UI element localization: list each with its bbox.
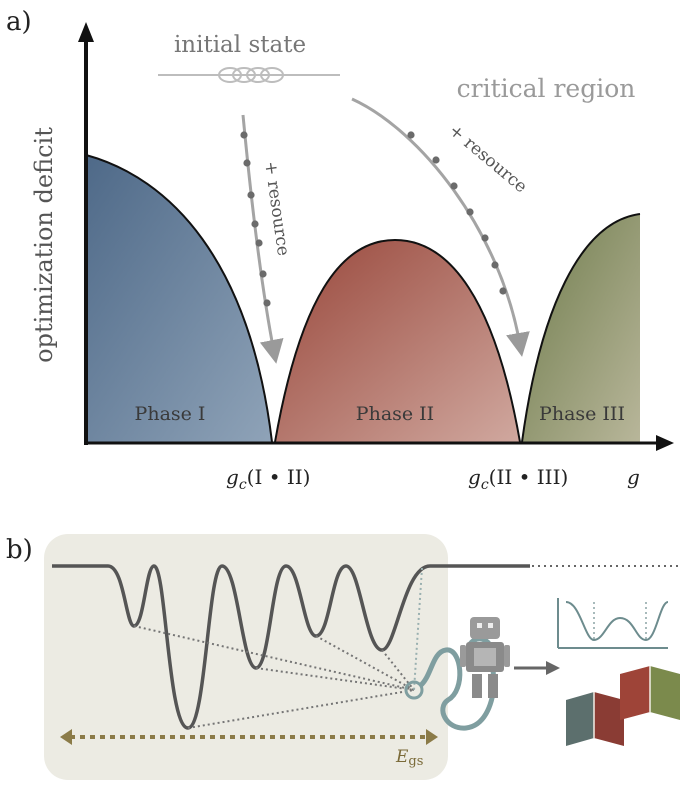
y-axis-label: optimization deficit <box>30 127 58 363</box>
resource-arrow-2-dots <box>407 131 507 295</box>
critical-point-1-sub: c <box>239 477 247 493</box>
knot-icon <box>218 67 284 83</box>
ground-energy-label-base: E <box>395 747 409 767</box>
double-well-plot <box>557 598 669 649</box>
resource-arrow-1-dots <box>240 131 271 307</box>
x-axis-arrowhead <box>656 435 674 451</box>
ground-energy-left-arrowhead <box>60 729 72 745</box>
resource-arrow-2 <box>351 97 530 357</box>
landscape-panel <box>44 534 448 780</box>
probe-head <box>404 680 424 700</box>
phase-1-boundary <box>85 154 273 443</box>
resource-label-2: + resource <box>445 121 531 198</box>
energy-landscape-curve <box>52 564 530 730</box>
critical-point-1-arg: (I • II) <box>247 465 311 489</box>
panel-a-label: a) <box>6 7 32 37</box>
initial-state-label: initial state <box>174 32 306 58</box>
phase-3-region <box>522 214 640 442</box>
y-axis-arrowhead <box>78 22 94 42</box>
critical-point-1-base: g <box>226 465 239 489</box>
robot-icon <box>460 617 510 698</box>
panel-b-label: b) <box>6 535 33 565</box>
phase-2-label: Phase II <box>356 403 434 425</box>
critical-point-2-arg: (II • III) <box>489 465 569 489</box>
x-axis-label: g <box>627 465 640 489</box>
book-icon-2 <box>620 666 680 720</box>
critical-point-2-base: g <box>468 465 481 489</box>
critical-point-1: gc(I • II) <box>226 465 310 493</box>
resource-label-1: + resource <box>260 160 293 257</box>
phase-2-boundary <box>274 238 521 443</box>
book-icon-1 <box>566 692 624 746</box>
output-arrowhead <box>546 661 560 675</box>
phase-3-label: Phase III <box>539 403 625 425</box>
phase-1-region <box>86 155 272 442</box>
ground-energy-label: Egs <box>395 747 423 769</box>
critical-point-2-sub: c <box>481 477 489 493</box>
ground-energy-label-sub: gs <box>408 754 423 769</box>
phase-1-label: Phase I <box>135 403 206 425</box>
phase-3-boundary <box>521 213 641 443</box>
critical-region-label: critical region <box>457 74 636 103</box>
probe-lines <box>133 567 423 729</box>
resource-arrow-1 <box>241 114 284 364</box>
critical-point-2: gc(II • III) <box>468 465 568 493</box>
ground-energy-right-arrowhead <box>426 729 438 745</box>
phase-2-region <box>275 240 520 442</box>
